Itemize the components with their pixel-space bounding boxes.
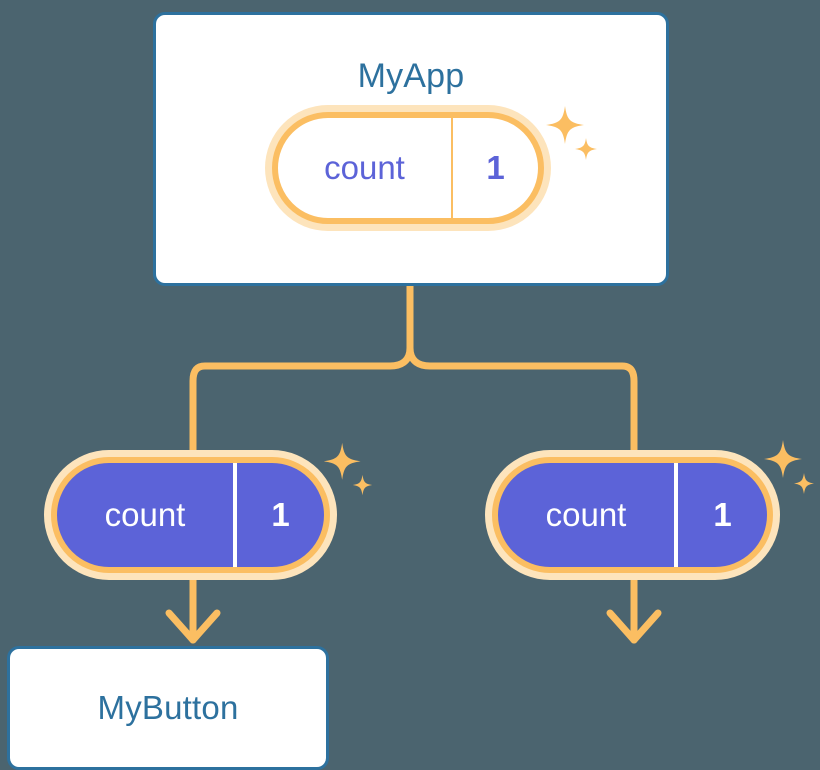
mybutton-card-left[interactable]: MyButton <box>7 646 329 770</box>
state-pill[interactable]: count 1 <box>272 112 544 224</box>
page-title: MyApp <box>357 57 465 95</box>
state-pill-value: 1 <box>271 496 290 533</box>
state-pill[interactable]: count 1 <box>492 457 773 573</box>
state-pill[interactable]: count 1 <box>51 457 330 573</box>
state-pill-key: count <box>278 118 453 218</box>
down-arrow-icon <box>606 609 662 644</box>
down-arrow-icon <box>165 609 221 644</box>
state-pill-child-right[interactable]: count 1 <box>492 457 773 573</box>
state-pill-child-left[interactable]: count 1 <box>51 457 330 573</box>
state-pill-value: 1 <box>713 496 732 533</box>
connector-branch-right <box>406 344 638 456</box>
mybutton-card-title: MyButton <box>97 689 239 726</box>
state-pill-value: 1 <box>486 149 505 186</box>
state-pill-myapp[interactable]: count 1 <box>272 112 544 224</box>
state-pill-key: count <box>57 463 237 567</box>
connector-branch-left <box>189 344 414 456</box>
state-pill-key: count <box>498 463 678 567</box>
